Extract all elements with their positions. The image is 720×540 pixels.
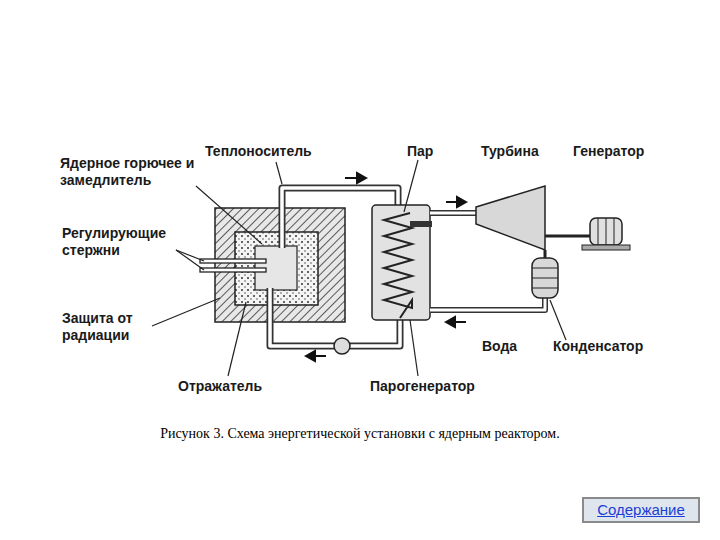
turbine: [476, 186, 545, 250]
nav-button: Содержание: [582, 497, 700, 523]
part-label: Конденсатор: [553, 338, 643, 355]
flow-arrows: [306, 173, 466, 361]
button-text: Содержание: [597, 501, 685, 518]
condenser: [532, 250, 558, 298]
leader-lines: [152, 160, 566, 376]
part-label: Теплоноситель: [205, 143, 312, 160]
part-label: Вода: [482, 338, 517, 355]
generator: [582, 218, 630, 250]
part-label: Регулирующие стержни: [62, 225, 177, 259]
part-label: Пар: [407, 143, 433, 160]
part-label: Ядерное горючее и замедлитель: [60, 155, 210, 189]
part-label: Отражатель: [178, 378, 262, 395]
part-label: Генератор: [573, 143, 644, 160]
control-rods: [200, 259, 266, 272]
part-label: Защита от радиации: [62, 310, 162, 344]
shaft: [545, 235, 592, 238]
part-label: Парогенератор: [370, 378, 475, 395]
part-label: Турбина: [481, 143, 539, 160]
figure-caption: Рисунок 3. Схема энергетической установк…: [160, 426, 559, 442]
coil: [384, 213, 412, 318]
pump: [334, 338, 350, 354]
